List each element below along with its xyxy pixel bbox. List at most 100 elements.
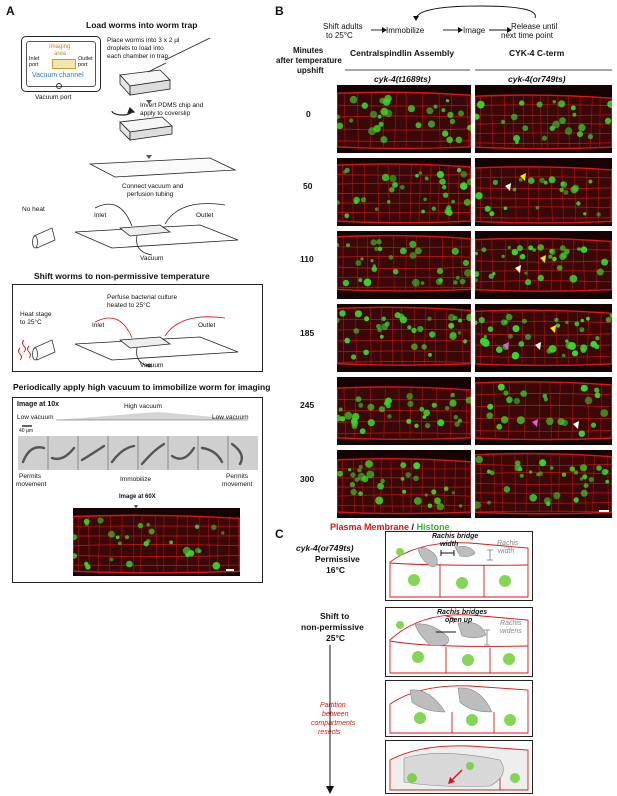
nucleus <box>423 197 427 202</box>
nucleus <box>379 334 384 339</box>
nucleus <box>386 200 391 204</box>
nucleus <box>563 189 569 195</box>
membrane-line <box>155 516 158 572</box>
panel-a-label: A <box>6 4 15 18</box>
panel-b-label: B <box>275 4 284 18</box>
nucleus <box>406 393 413 400</box>
nucleus <box>528 177 535 184</box>
low-vacuum-left: Low vacuum <box>17 414 54 421</box>
nucleus <box>501 254 505 258</box>
nucleus <box>460 171 468 178</box>
membrane-line <box>585 167 588 222</box>
membrane-line <box>574 167 577 222</box>
nucleus <box>444 207 452 216</box>
nucleus <box>221 531 225 535</box>
nucleus <box>542 393 548 399</box>
nucleus <box>576 201 581 206</box>
nucleus <box>596 212 601 217</box>
nucleus <box>451 491 455 495</box>
nucleus <box>579 327 585 333</box>
nucleus <box>377 482 384 490</box>
nucleus <box>361 102 368 109</box>
membrane-line <box>337 329 471 331</box>
membrane-line <box>343 388 347 438</box>
micrograph-col2-300 <box>475 450 612 518</box>
vacuum-port-dot <box>56 83 62 89</box>
outlet-port-label-2: port <box>78 62 88 68</box>
inlet-port-label: Inlet <box>29 56 40 62</box>
flow-immobilize: Immobilize <box>386 26 425 35</box>
nucleus <box>577 131 583 138</box>
brightfield-strip <box>18 436 258 470</box>
nucleus <box>553 492 561 500</box>
membrane-line <box>337 255 471 258</box>
nucleus <box>580 384 588 392</box>
bridge-width-1: Rachis bridge <box>432 533 479 540</box>
nucleus <box>442 192 449 198</box>
nucleus <box>371 266 378 272</box>
nucleus <box>518 341 525 347</box>
nucleus <box>375 496 384 505</box>
micrograph-col1-185 <box>337 304 471 372</box>
col1-allele: cyk-4(t1689ts) <box>374 74 431 84</box>
membrane-line <box>337 104 471 107</box>
nucleus <box>538 471 543 477</box>
nucleus <box>387 414 392 419</box>
nucleus <box>380 478 385 484</box>
membrane-line <box>435 388 439 438</box>
nucleus <box>451 199 455 204</box>
nucleus <box>360 257 364 261</box>
nucleus <box>377 114 382 119</box>
nucleus <box>607 100 612 108</box>
nucleus <box>537 274 544 282</box>
nucleus <box>524 333 532 340</box>
nucleus <box>400 477 405 481</box>
nucleus <box>434 497 441 505</box>
shift-title: Shift worms to non-permissive temperatur… <box>34 271 210 281</box>
micrograph-render <box>337 231 471 299</box>
nucleus <box>580 246 588 253</box>
nucleus <box>583 212 587 216</box>
nucleus <box>438 278 444 283</box>
load-title: Load worms into worm trap <box>86 20 198 30</box>
nucleus <box>399 247 407 255</box>
nucleus <box>424 176 429 181</box>
invert-step-2: apply to coverslip <box>140 110 191 117</box>
nucleus <box>433 104 438 109</box>
micrograph-col1-300 <box>337 450 471 518</box>
perfuse-2: heated to 25°C <box>107 302 151 309</box>
nucleus <box>344 213 350 219</box>
nucleus <box>573 470 579 475</box>
nucleus <box>579 477 584 481</box>
nucleus <box>522 318 527 324</box>
nucleus <box>555 323 561 328</box>
nucleus <box>546 417 554 426</box>
nucleus <box>421 209 425 214</box>
membrane-line <box>514 167 517 222</box>
membrane-line <box>600 382 603 439</box>
nucleus <box>489 211 495 217</box>
imaging-box <box>12 397 263 583</box>
micrograph-col2-0 <box>475 85 612 153</box>
imaging-area-label-2: area <box>54 51 67 57</box>
nucleus <box>506 396 513 404</box>
nucleus <box>492 272 496 276</box>
permits-left-2: movement <box>16 481 47 488</box>
micrograph-render <box>475 85 612 153</box>
micrograph-col1-110 <box>337 231 471 299</box>
membrane-line <box>377 236 381 290</box>
nucleus <box>108 530 115 538</box>
membrane-line <box>337 350 471 353</box>
nucleus <box>374 207 379 211</box>
time-50: 50 <box>303 181 313 191</box>
membrane-line <box>401 459 404 513</box>
image60-label: Image at 60X <box>119 494 156 500</box>
membrane-line <box>337 182 471 185</box>
nucleus <box>212 562 221 570</box>
nucleus <box>359 428 366 435</box>
nucleus <box>357 468 362 473</box>
membrane-line <box>421 93 424 147</box>
nucleus <box>588 179 593 184</box>
image10-label: Image at 10x <box>17 401 60 408</box>
nucleus <box>539 459 547 467</box>
